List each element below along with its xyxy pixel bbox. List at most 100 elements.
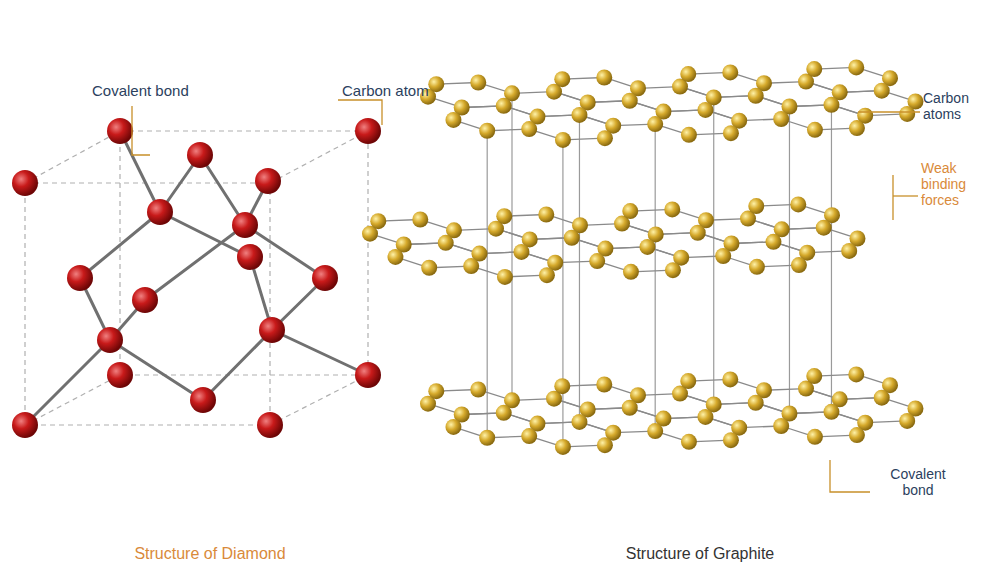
graphite-carbon-atom [554,71,570,87]
graphite-carbon-atom [849,120,865,136]
graphite-carbon-atom [554,378,570,394]
graphite-carbon-atom [597,130,613,146]
graphite-carbon-atom [841,243,857,259]
graphite-carbon-atom [715,248,731,264]
graphite-carbon-atom [597,437,613,453]
leader-label: Carbon atoms [923,90,983,122]
graphite-carbon-atom [647,116,663,132]
graphite-carbon-atom [538,206,554,222]
graphite-layers [362,59,923,454]
graphite-carbon-atom [681,127,697,143]
graphite-carbon-atom [470,75,486,91]
graphite-carbon-atom [765,234,781,250]
leader-label: Carbon atom [342,82,472,99]
graphite-carbon-atom [539,267,555,283]
graphite-carbon-atom [470,382,486,398]
graphite-carbon-atom [438,235,454,251]
graphite-carbon-atom [571,107,587,123]
graphite-carbon-atom [496,208,512,224]
graphite-carbon-atom [412,212,428,228]
graphite-carbon-atom [497,269,513,285]
structure-caption: Structure of Diamond [90,545,330,563]
graphite-carbon-atom [622,400,638,416]
graphite-carbon-atom [639,239,655,255]
interlayer-line [511,93,512,400]
graphite-carbon-atom [791,257,807,273]
graphite-carbon-atom [665,262,681,278]
interlayer-lines [487,93,831,447]
graphite-carbon-atom [748,88,764,104]
graphite-carbon-atom [899,413,915,429]
graphite-carbon-atom [680,66,696,82]
unit-cell-cube [25,131,368,425]
graphite-carbon-atom [723,432,739,448]
graphite-carbon-atom [848,366,864,382]
graphite-carbon-atom [680,373,696,389]
graphite-carbon-atom [421,260,437,276]
interlayer-line [831,105,832,412]
graphite-carbon-atom [622,93,638,109]
graphite-carbon-atom [589,253,605,269]
interlayer-line [655,124,656,431]
leader-label: Covalent bond [92,82,242,99]
diamond-bonds [25,131,368,425]
interlayer-line [713,97,714,404]
graphite-carbon-atom [722,371,738,387]
graphite-layer [362,196,865,284]
graphite-layer [420,59,923,147]
graphite-carbon-atom [806,61,822,77]
graphite-carbon-atom [749,259,765,275]
graphite-carbon-atom [622,203,638,219]
graphite-carbon-atom [748,198,764,214]
graphite-carbon-atom [571,414,587,430]
graphite-carbon-atom [697,102,713,118]
graphite-carbon-atom [479,430,495,446]
graphite-carbon-atom [445,112,461,128]
graphite-carbon-atom [370,213,386,229]
graphite-carbon-atom [722,64,738,80]
graphite-carbon-atom [849,427,865,443]
graphite-carbon-atom [596,376,612,392]
graphite-carbon-atom [823,404,839,420]
graphite-carbon-atom [807,429,823,445]
graphite-carbon-atom [773,111,789,127]
graphite-carbon-atom [823,97,839,113]
graphite-carbon-atom [387,249,403,265]
graphite-carbon-atom [496,405,512,421]
graphite-carbon-atom [555,132,571,148]
graphite-carbon-atom [647,423,663,439]
graphite-carbon-atom [723,125,739,141]
graphite-carbon-atom [479,123,495,139]
graphite-carbon-atom [697,409,713,425]
graphite-carbon-atom [596,69,612,85]
graphite-carbon-atom [790,196,806,212]
graphite-layer [420,366,923,454]
graphite-carbon-atom [463,258,479,274]
graphite-carbon-atom [874,83,890,99]
graphite-carbon-atom [874,390,890,406]
graphite-carbon-atom [445,419,461,435]
graphite-carbon-atom [428,76,444,92]
graphite-carbon-atom [681,434,697,450]
graphite-carbon-atom [690,225,706,241]
graphite-carbon-atom [564,230,580,246]
graphite-carbon-atom [513,244,529,260]
graphite-carbon-atom [555,439,571,455]
structure-caption: Structure of Graphite [580,545,820,563]
graphite-carbon-atom [807,122,823,138]
graphite-carbon-atom [428,383,444,399]
graphite-carbon-atom [806,368,822,384]
graphite-carbon-atom [899,106,915,122]
interlayer-line [789,107,790,414]
graphite-carbon-atom [623,264,639,280]
graphite-carbon-atom [521,428,537,444]
diamond-carbon-atoms [12,118,381,438]
graphite-carbon-atom [773,418,789,434]
graphite-carbon-atom [496,98,512,114]
graphite-carbon-atom [748,395,764,411]
graphite-carbon-atom [664,201,680,217]
graphite-leader-lines [830,112,920,492]
graphite-carbon-atom [816,220,832,236]
leader-lines [132,100,382,155]
leader-label: Weak binding forces [921,160,983,208]
